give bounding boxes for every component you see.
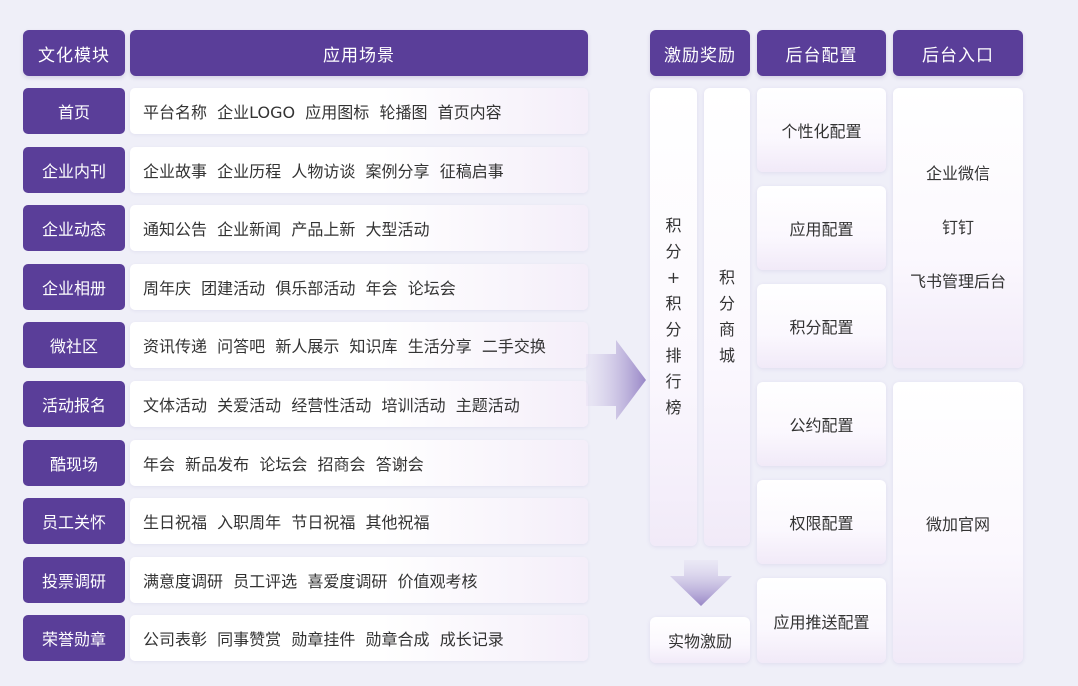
- points-mall-char: 城: [718, 346, 735, 365]
- points-ranking-char: 榜: [665, 398, 682, 417]
- module-label: 企业内刊: [23, 147, 125, 193]
- header-incentive-reward: 激励奖励: [650, 30, 750, 76]
- physical-incentive-card: 实物激励: [650, 617, 750, 663]
- module-scenes: 资讯传递 问答吧 新人展示 知识库 生活分享 二手交换: [130, 322, 588, 368]
- down-arrow-icon: [670, 560, 732, 606]
- points-ranking-card: 积分+积分排行榜: [650, 88, 697, 546]
- entry-official-website: 微加官网: [925, 514, 990, 534]
- module-label: 微社区: [23, 322, 125, 368]
- config-card-permission: 权限配置: [757, 480, 886, 564]
- config-label: 积分配置: [789, 318, 854, 337]
- module-scenes: 生日祝福 入职周年 节日祝福 其他祝福: [130, 498, 588, 544]
- header-backend-config: 后台配置: [757, 30, 886, 76]
- module-scenes: 文体活动 关爱活动 经营性活动 培训活动 主题活动: [130, 381, 588, 427]
- points-mall-char: 分: [718, 294, 735, 313]
- points-ranking-text: 积分+积分排行榜: [665, 213, 681, 421]
- header-application-scene: 应用场景: [130, 30, 588, 76]
- config-label: 应用配置: [789, 220, 854, 239]
- points-ranking-char: 分: [665, 320, 682, 339]
- points-mall-char: 商: [718, 320, 735, 339]
- config-card-points: 积分配置: [757, 284, 886, 368]
- points-mall-card: 积分商城: [704, 88, 750, 546]
- config-label: 个性化配置: [781, 122, 862, 141]
- entry-dingtalk: 钉钉: [941, 218, 974, 237]
- config-label: 应用推送配置: [773, 612, 870, 632]
- module-label: 活动报名: [23, 381, 125, 427]
- points-ranking-char: 行: [665, 372, 682, 391]
- points-ranking-char: +: [666, 268, 681, 287]
- module-scenes: 通知公告 企业新闻 产品上新 大型活动: [130, 205, 588, 251]
- module-label: 酷现场: [23, 440, 125, 486]
- module-label: 企业相册: [23, 264, 125, 310]
- points-ranking-char: 分: [665, 242, 682, 261]
- module-label: 企业动态: [23, 205, 125, 251]
- points-mall-text: 积分商城: [719, 265, 735, 369]
- module-label: 员工关怀: [23, 498, 125, 544]
- points-ranking-char: 积: [665, 216, 682, 235]
- module-scenes: 周年庆 团建活动 俱乐部活动 年会 论坛会: [130, 264, 588, 310]
- points-ranking-char: 积: [665, 294, 682, 313]
- header-culture-module: 文化模块: [23, 30, 125, 76]
- config-label: 权限配置: [789, 514, 854, 533]
- module-label: 首页: [23, 88, 125, 134]
- module-label: 荣誉勋章: [23, 615, 125, 661]
- entry-card-website: 微加官网: [893, 382, 1023, 663]
- module-scenes: 企业故事 企业历程 人物访谈 案例分享 征稿启事: [130, 147, 588, 193]
- entry-card-platforms: 企业微信 钉钉 飞书管理后台: [893, 88, 1023, 368]
- module-scenes: 年会 新品发布 论坛会 招商会 答谢会: [130, 440, 588, 486]
- config-card-application: 应用配置: [757, 186, 886, 270]
- entry-wecom: 企业微信: [925, 164, 990, 183]
- config-card-convention: 公约配置: [757, 382, 886, 466]
- module-scenes: 满意度调研 员工评选 喜爱度调研 价值观考核: [130, 557, 588, 603]
- module-scenes: 平台名称 企业LOGO 应用图标 轮播图 首页内容: [130, 88, 588, 134]
- config-card-personalization: 个性化配置: [757, 88, 886, 172]
- physical-incentive-label: 实物激励: [667, 632, 732, 651]
- points-mall-char: 积: [718, 268, 735, 287]
- right-arrow-icon: [586, 340, 646, 420]
- config-label: 公约配置: [789, 416, 854, 435]
- module-label: 投票调研: [23, 557, 125, 603]
- entry-feishu: 飞书管理后台: [909, 272, 1006, 291]
- config-card-app-push: 应用推送配置: [757, 578, 886, 663]
- points-ranking-char: 排: [665, 346, 682, 365]
- header-backend-entry: 后台入口: [893, 30, 1023, 76]
- module-scenes: 公司表彰 同事赞赏 勋章挂件 勋章合成 成长记录: [130, 615, 588, 661]
